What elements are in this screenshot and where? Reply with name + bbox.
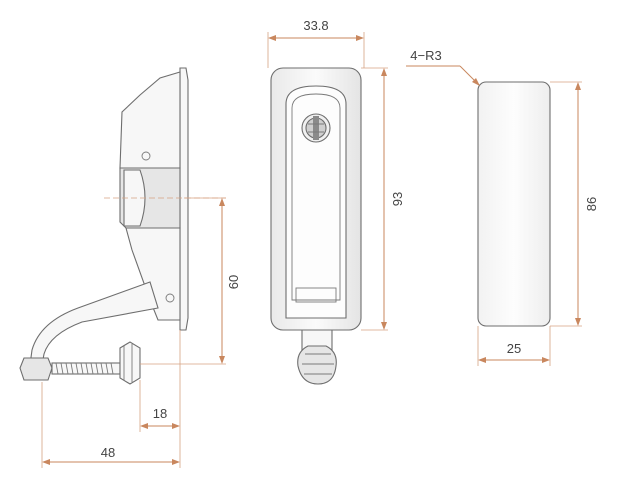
- panel-view: [477, 81, 551, 327]
- dim-label-25: 25: [507, 341, 521, 356]
- dim-label-60: 60: [226, 275, 241, 289]
- dim-panel-height: 86: [550, 81, 599, 327]
- front-handle-recess: [291, 93, 341, 301]
- side-nut: [19, 357, 53, 381]
- side-bolt-thread: [55, 362, 114, 375]
- dim-label-33-8: 33.8: [303, 18, 328, 33]
- dim-label-93: 93: [390, 192, 405, 206]
- dim-label-86: 86: [584, 197, 599, 211]
- front-knob: [297, 345, 337, 385]
- dim-corner-radius: 4−R3: [406, 48, 480, 86]
- dim-panel-width: 25: [477, 326, 551, 366]
- dim-label-4-r3: 4−R3: [410, 48, 441, 63]
- side-flange: [179, 67, 189, 331]
- dim-offset: 18: [139, 330, 181, 468]
- dim-label-48: 48: [101, 445, 115, 460]
- side-knob: [119, 341, 141, 385]
- lock-cylinder-icon: [301, 113, 331, 143]
- dim-total-depth: 48: [41, 382, 180, 468]
- front-view: [270, 67, 362, 385]
- dim-mount-height: 60: [140, 197, 241, 365]
- front-handle-tip: [295, 287, 337, 303]
- dim-body-height: 93: [361, 67, 405, 331]
- side-housing-upper: [119, 71, 181, 169]
- side-screw-hole-top: [141, 151, 151, 161]
- front-handle: [285, 85, 347, 319]
- side-view: [19, 67, 226, 385]
- dim-top-width: 33.8: [267, 18, 365, 68]
- dim-label-18: 18: [153, 406, 167, 421]
- side-screw-hole-bottom: [165, 293, 175, 303]
- panel-cutout: [477, 81, 551, 327]
